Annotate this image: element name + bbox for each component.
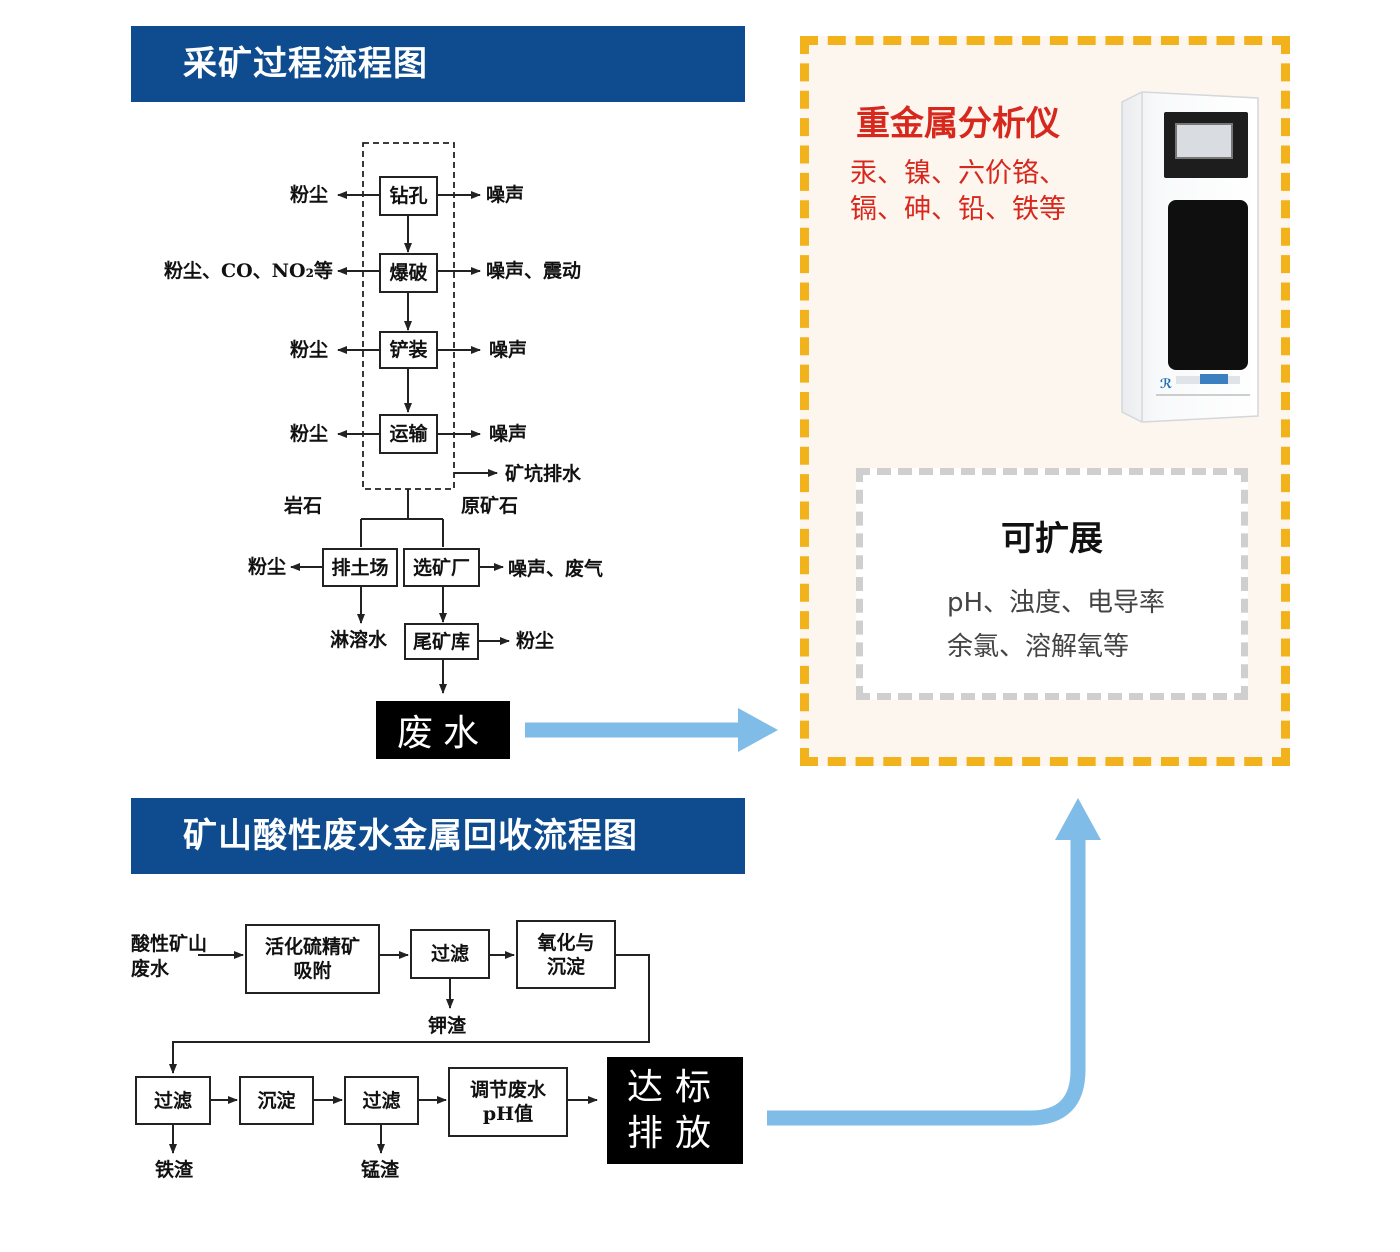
- plant-noise-gas-label: 噪声、废气: [508, 558, 604, 580]
- discharge-to-analyzer-arrow: [767, 835, 1086, 1126]
- leachate-label: 淋溶水: [330, 629, 388, 651]
- tailings-dust-label: 粉尘: [516, 630, 555, 652]
- activated-concentrate-adsorption: 活化硫精矿吸附: [245, 924, 380, 994]
- step-transport: 运输: [379, 414, 438, 454]
- extensible-title: 可扩展: [1001, 519, 1103, 559]
- tailings-box: 尾矿库: [404, 623, 479, 660]
- params-line-1: pH、浊度、电导率: [947, 588, 1166, 618]
- params-line-2: 余氯、溶解氧等: [947, 632, 1130, 662]
- output-dust-gases: 粉尘、CO、NO₂等: [164, 260, 333, 282]
- processing-plant-box: 选矿厂: [403, 548, 480, 587]
- oxidation-precipitation: 氧化与沉淀: [516, 920, 616, 989]
- pit-drainage-label: 矿坑排水: [505, 463, 582, 485]
- analyzer-metals: 汞、镍、六价铬、 镉、砷、铅、铁等: [850, 156, 1066, 228]
- wastewater-box: 废水: [376, 701, 510, 759]
- adjust-ph-step: 调节废水pH值: [448, 1067, 568, 1137]
- manganese-residue-label: 锰渣: [361, 1159, 400, 1181]
- output-dust-3: 粉尘: [290, 339, 329, 361]
- output-noise-vibration: 噪声、震动: [486, 260, 582, 282]
- rock-label: 岩石: [284, 495, 323, 517]
- filtration-3: 过滤: [344, 1076, 419, 1125]
- compliant-discharge-box: 达标排放: [607, 1057, 743, 1164]
- waste-dump-box: 排土场: [322, 548, 398, 587]
- filtration-1: 过滤: [410, 929, 490, 979]
- potassium-residue-label: 钾渣: [428, 1015, 467, 1037]
- raw-ore-label: 原矿石: [461, 495, 519, 517]
- metals-line-1: 汞、镍、六价铬、: [850, 158, 1066, 189]
- step-blasting: 爆破: [379, 253, 438, 293]
- dump-dust-label: 粉尘: [248, 556, 287, 578]
- iron-residue-label: 铁渣: [155, 1159, 194, 1181]
- output-dust-4: 粉尘: [290, 423, 329, 445]
- step-loading: 铲装: [379, 331, 438, 369]
- step-drilling: 钻孔: [379, 176, 438, 216]
- analyzer-title: 重金属分析仪: [856, 104, 1060, 144]
- mining-flow-banner: 采矿过程流程图: [131, 26, 745, 102]
- extensible-params: pH、浊度、电导率 余氯、溶解氧等: [947, 581, 1165, 669]
- metals-line-2: 镉、砷、铅、铁等: [850, 194, 1066, 225]
- filtration-2: 过滤: [135, 1076, 211, 1125]
- output-dust-1: 粉尘: [290, 184, 329, 206]
- extensible-box: 可扩展 pH、浊度、电导率 余氯、溶解氧等: [856, 468, 1248, 700]
- recovery-flow-banner: 矿山酸性废水金属回收流程图: [131, 798, 745, 874]
- output-noise-3: 噪声: [489, 339, 528, 361]
- heavy-metal-analyzer-image: ℛ: [1121, 91, 1259, 423]
- svg-text:ℛ: ℛ: [1160, 377, 1172, 392]
- acid-wastewater-input: 酸性矿山废水: [131, 933, 208, 980]
- precipitation-step: 沉淀: [239, 1076, 314, 1125]
- output-noise-4: 噪声: [489, 423, 528, 445]
- output-noise-1: 噪声: [486, 184, 525, 206]
